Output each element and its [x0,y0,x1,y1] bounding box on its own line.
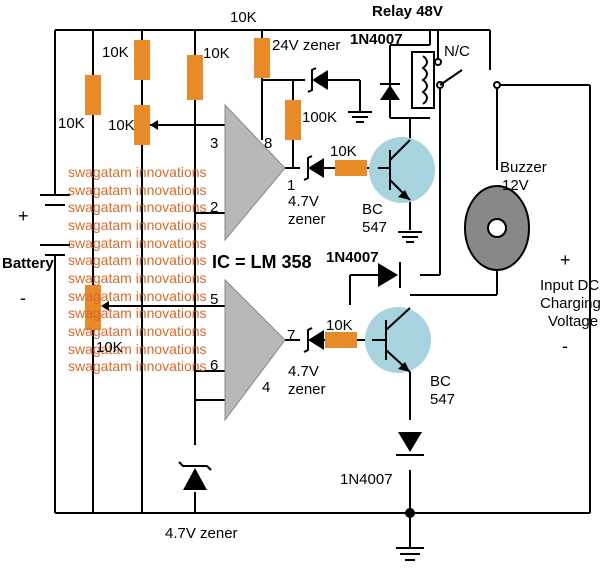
resistor-top-left [85,75,101,115]
label-zener-lower: 4.7V [288,363,319,380]
label-pin4: 4 [262,379,270,396]
transistor-upper [369,137,435,203]
svg-text:swagatam innovations: swagatam innovations [68,217,207,233]
label-bc-upper1: BC [362,201,383,218]
label-battery-minus: - [20,288,26,308]
svg-text:swagatam innovations: swagatam innovations [68,235,207,251]
label-pin7: 7 [287,327,295,344]
potentiometer-lower [85,285,101,330]
label-buzzer2: 12V [502,177,529,194]
label-input-minus: - [562,336,568,356]
resistor-left-upper [134,40,150,80]
transistor-lower [365,307,431,373]
label-pin6: 6 [210,357,218,374]
label-zener-upper: 4.7V [288,193,319,210]
resistor-base-upper [335,160,367,176]
label-zener-bottom: 4.7V zener [165,525,238,542]
svg-text:swagatam innovations: swagatam innovations [68,288,207,304]
label-bc-lower1: BC [430,373,451,390]
diodes [178,51,501,490]
label-r-100k: 100K [302,109,337,126]
transistors [365,137,435,373]
svg-text:swagatam innovations: swagatam innovations [68,341,207,357]
label-diode-relay: 1N4007 [350,31,403,48]
svg-text:swagatam innovations: swagatam innovations [68,252,207,268]
svg-text:swagatam innovations: swagatam innovations [68,270,207,286]
potentiometer-upper [134,105,150,145]
opamp-upper [224,103,286,242]
label-r-mid: 10K [203,45,230,62]
label-r-right-top: 10K [230,9,257,26]
label-input2: Charging [540,295,601,312]
resistor-100k [285,100,301,140]
watermark: swagatam innovations swagatam innovation… [68,164,207,374]
svg-text:swagatam innovations: swagatam innovations [68,305,207,321]
svg-text:swagatam innovations: swagatam innovations [68,323,207,339]
label-pot-upper: 10K [108,117,135,134]
label-pin8: 8 [264,135,272,152]
label-pin3: 3 [210,135,218,152]
pot-lower-wiper [101,301,109,311]
label-pin2: 2 [210,199,218,216]
label-zener-upper2: zener [288,211,326,228]
label-battery: Battery [2,255,54,272]
resistor-base-lower [325,332,357,348]
svg-text:swagatam innovations: swagatam innovations [68,182,207,198]
resistor-right-top [254,38,270,78]
ground-100k [348,111,372,123]
label-battery-plus: + [18,206,29,226]
wires [40,29,591,548]
label-pin1: 1 [287,177,295,194]
label-r-base-upper: 10K [330,143,357,160]
svg-text:swagatam innovations: swagatam innovations [68,199,207,215]
label-r-top-left: 10K [58,115,85,132]
label-ic: IC = LM 358 [212,252,312,272]
grounds [348,111,424,561]
ground-upper-transistor [398,231,422,243]
pot-upper-wiper [150,120,158,130]
label-zener-lower2: zener [288,381,326,398]
label-nc: N/C [444,43,470,60]
label-r-left-upper: 10K [102,44,129,61]
label-input1: Input DC [540,277,599,294]
label-pin5: 5 [210,291,218,308]
labels: 10K 10K 10K 10K 10K Relay 48V 1N4007 N/C… [2,3,601,542]
label-buzzer1: Buzzer [500,159,547,176]
label-bc-upper2: 547 [362,219,387,236]
label-pot-lower: 10K [96,339,123,356]
svg-text:swagatam innovations: swagatam innovations [68,358,207,374]
label-input3: Voltage [548,313,598,330]
opamps [224,103,286,422]
ground-main [396,547,424,561]
opamp-lower [224,278,286,422]
buzzer [464,185,530,271]
resistors [85,38,367,348]
resistor-mid [187,55,203,100]
label-input-plus: + [560,250,571,270]
label-r-base-lower: 10K [326,317,353,334]
label-diode-mid: 1N4007 [326,249,379,266]
label-relay: Relay 48V [372,3,443,20]
label-diode-bottom: 1N4007 [340,471,393,488]
svg-text:swagatam innovations: swagatam innovations [68,164,207,180]
label-bc-lower2: 547 [430,391,455,408]
label-zener-24: 24V zener [272,37,340,54]
